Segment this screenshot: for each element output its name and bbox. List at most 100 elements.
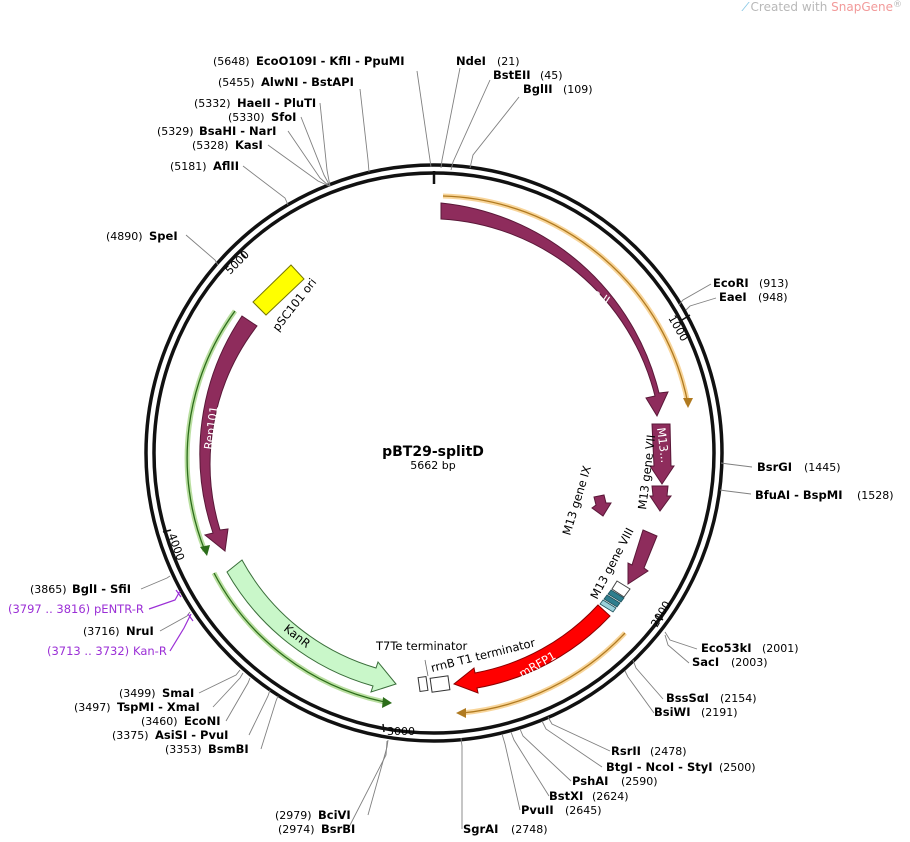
feature-rep101[interactable] — [199, 315, 258, 552]
svg-text:(1528): (1528) — [857, 489, 894, 502]
svg-text:(2500): (2500) — [719, 761, 756, 774]
svg-text:(5181): (5181) — [170, 160, 207, 173]
site-pshai[interactable]: PshAI (2590) — [572, 774, 658, 788]
site-bsmbi[interactable]: (3353)BsmBI — [165, 742, 249, 756]
site-econi[interactable]: (3460)EcoNI — [141, 714, 220, 728]
feature-mrfp1[interactable] — [453, 604, 611, 694]
svg-text:(5648): (5648) — [213, 55, 250, 68]
label-m13-gene-vii: M13... — [654, 427, 672, 464]
svg-text:BstEII: BstEII — [493, 68, 531, 82]
site-ecori[interactable]: EcoRI(913) — [713, 276, 789, 290]
site-bsssai[interactable]: BssSαI(2154) — [666, 691, 757, 705]
feature-m13-gene-vii-segment[interactable] — [649, 485, 672, 512]
site-eaei[interactable]: EaeI(948) — [719, 290, 788, 304]
site-bsrgi[interactable]: BsrGI(1445) — [757, 460, 841, 474]
plasmid-name: pBT29-splitD — [382, 444, 484, 460]
primer-labels: (3797 .. 3816)pENTR-R (3713 .. 3732) Kan-… — [8, 602, 167, 658]
site-ecoo109i[interactable]: (5648) EcoO109I - KflI - PpuMI — [213, 54, 404, 68]
svg-text:EcoO109I - KflI - PpuMI: EcoO109I - KflI - PpuMI — [256, 54, 404, 68]
site-bglii[interactable]: BglII(109) — [523, 82, 593, 96]
svg-text:Kan-R: Kan-R — [133, 644, 167, 658]
site-tspmi[interactable]: (3497)TspMI - XmaI — [74, 700, 200, 714]
site-pvuii[interactable]: PvuII (2645) — [521, 803, 602, 817]
site-asisi[interactable]: (3375) AsiSI - PvuI — [112, 728, 228, 742]
backbone-outer-ring — [144, 163, 724, 743]
svg-text:(5332): (5332) — [194, 97, 231, 110]
site-bsrbi[interactable]: (2974)BsrBI — [278, 822, 355, 836]
svg-text:BsmBI: BsmBI — [208, 742, 249, 756]
svg-text:SacI: SacI — [692, 655, 719, 669]
tick-2000: 2000 — [648, 599, 673, 630]
svg-text:pENTR-R: pENTR-R — [94, 602, 144, 616]
site-alwni[interactable]: (5455)AlwNI - BstAPI — [218, 75, 354, 89]
svg-text:PshAI: PshAI — [572, 774, 608, 788]
svg-text:NruI: NruI — [126, 624, 154, 638]
svg-text:BsiWI: BsiWI — [654, 705, 691, 719]
svg-text:AsiSI - PvuI: AsiSI - PvuI — [155, 728, 228, 742]
watermark-prefix: Created with — [750, 0, 832, 14]
svg-text:(2624): (2624) — [592, 790, 629, 803]
svg-text:SpeI: SpeI — [149, 229, 178, 243]
svg-text:BglI - SfiI: BglI - SfiI — [72, 582, 131, 596]
svg-text:(2748): (2748) — [511, 823, 548, 836]
site-haeii[interactable]: (5332) HaeII - PluTI — [194, 96, 316, 110]
svg-text:(4890): (4890) — [106, 230, 143, 243]
feature-t7te-terminator[interactable] — [417, 675, 429, 693]
svg-text:SmaI: SmaI — [162, 686, 194, 700]
svg-text:RsrII: RsrII — [611, 744, 641, 758]
primer-kan-r[interactable]: (3713 .. 3732) Kan-R — [47, 644, 167, 658]
svg-text:PvuII: PvuII — [521, 803, 554, 817]
feature-psc101-ori[interactable] — [252, 264, 305, 316]
site-rsrii[interactable]: RsrII(2478) — [611, 744, 687, 758]
primer-leader-lines — [148, 589, 194, 652]
site-bsiwi[interactable]: BsiWI(2191) — [654, 705, 738, 719]
site-nrui[interactable]: (3716)NruI — [83, 624, 154, 638]
site-leader-lines — [140, 67, 753, 830]
site-bfuai[interactable]: BfuAI - BspMI(1528) — [755, 488, 894, 502]
site-spei[interactable]: (4890) SpeI — [106, 229, 178, 243]
highlight-arc-kanr-arrow — [382, 697, 392, 708]
site-eco53ki[interactable]: Eco53kI(2001) — [701, 641, 799, 655]
primer-pentr-r[interactable]: (3797 .. 3816)pENTR-R — [8, 602, 144, 616]
svg-text:(3713 .. 3732): (3713 .. 3732) — [47, 644, 129, 658]
svg-text:BglII: BglII — [523, 82, 553, 96]
svg-text:BsrGI: BsrGI — [757, 460, 792, 474]
svg-text:SfoI: SfoI — [271, 110, 296, 124]
svg-text:AflII: AflII — [213, 159, 239, 173]
site-saci[interactable]: SacI(2003) — [692, 655, 768, 669]
snapgene-logo-icon: ⁄ — [744, 0, 747, 14]
site-sgrai[interactable]: SgrAI(2748) — [463, 822, 548, 836]
site-bsahi[interactable]: (5329) BsaHI - NarI — [157, 124, 276, 138]
feature-m13-gene-viii[interactable] — [627, 529, 658, 585]
site-sfoi[interactable]: (5330)SfoI — [228, 110, 296, 124]
svg-text:BsaHI - NarI: BsaHI - NarI — [199, 124, 276, 138]
svg-text:NdeI: NdeI — [456, 54, 486, 68]
svg-text:(2001): (2001) — [762, 642, 799, 655]
site-btgi[interactable]: BtgI - NcoI - StyI(2500) — [606, 760, 756, 774]
tick-label-3000: 3000 — [387, 725, 415, 738]
feature-m13-gene-vii[interactable] — [649, 423, 675, 485]
feature-kanr[interactable] — [226, 559, 397, 693]
feature-m13-gene-ii[interactable] — [440, 202, 669, 418]
feature-rrnb-t1-terminator[interactable] — [429, 675, 451, 693]
svg-text:(2645): (2645) — [565, 804, 602, 817]
svg-text:EcoRI: EcoRI — [713, 276, 749, 290]
svg-text:(5329): (5329) — [157, 125, 194, 138]
svg-text:(2590): (2590) — [621, 775, 658, 788]
label-rep101: Rep101 — [201, 405, 221, 450]
site-kasi[interactable]: (5328)KasI — [192, 138, 263, 152]
site-aflii[interactable]: (5181) AflII — [170, 159, 239, 173]
site-bcivi[interactable]: (2979)BciVI — [275, 808, 351, 822]
site-bgli[interactable]: (3865) BglI - SfiI — [30, 582, 131, 596]
snapgene-watermark: ⁄Created with SnapGene® — [745, 0, 902, 14]
feature-m13-gene-ix[interactable] — [591, 494, 612, 517]
svg-text:(3375): (3375) — [112, 729, 149, 742]
svg-text:(3865): (3865) — [30, 583, 67, 596]
svg-text:(5328): (5328) — [192, 139, 229, 152]
site-bstxi[interactable]: BstXI(2624) — [549, 789, 629, 803]
site-ndei[interactable]: NdeI(21) — [456, 54, 520, 68]
svg-text:HaeII - PluTI: HaeII - PluTI — [237, 96, 316, 110]
site-smai[interactable]: (3499)SmaI — [119, 686, 194, 700]
site-bsteii[interactable]: BstEII(45) — [493, 68, 563, 82]
svg-text:(3460): (3460) — [141, 715, 178, 728]
